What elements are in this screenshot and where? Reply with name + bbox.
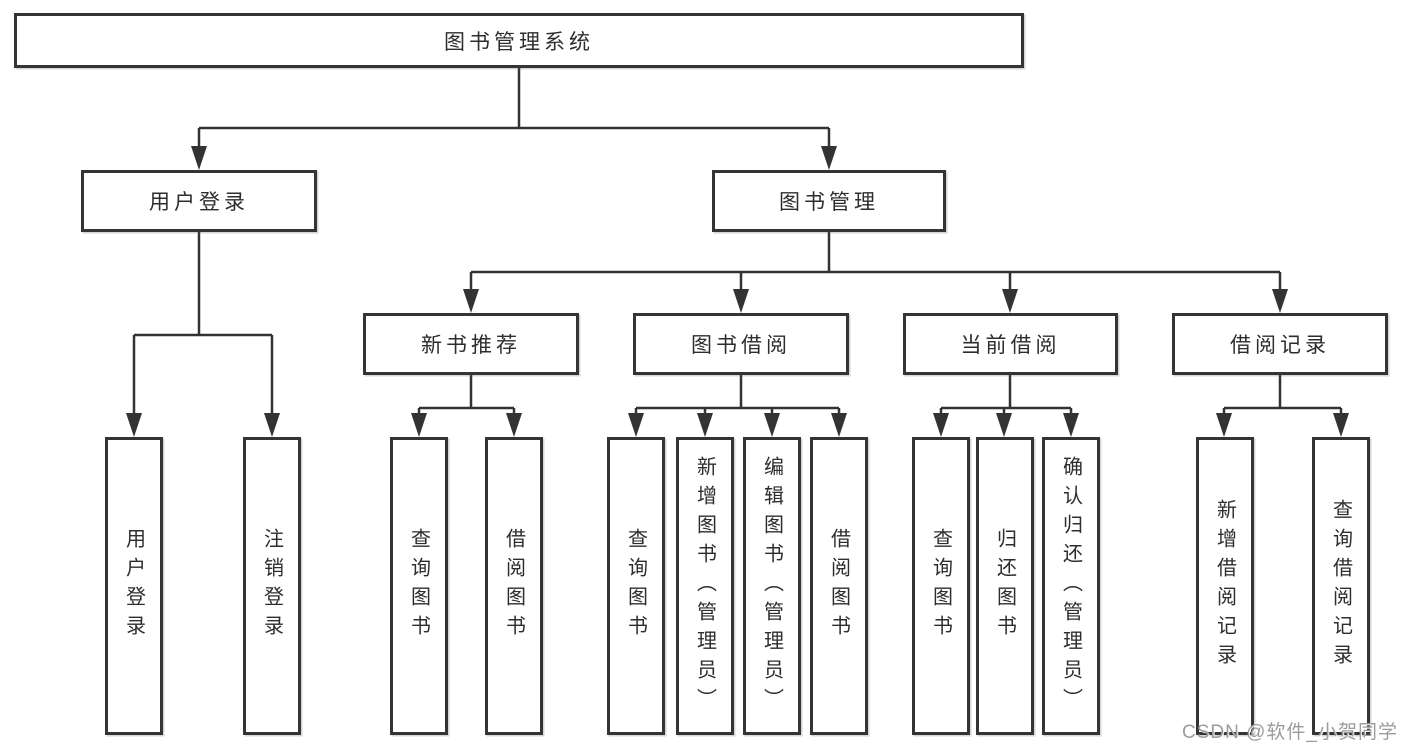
leaf-label: 新增借阅记录 [1213, 499, 1236, 673]
leaf-label: 借阅图书 [827, 528, 850, 644]
group-node-current-borrowing: 当前借阅 [903, 313, 1118, 375]
leaf-node-user-login: 用户登录 [105, 437, 163, 735]
leaf-node-add-borrow-record: 新增借阅记录 [1196, 437, 1254, 735]
leaf-label: 用户登录 [122, 528, 145, 644]
leaf-label: 查询图书 [929, 528, 952, 644]
leaf-node-confirm-return-admin: 确认归还（管理员） [1042, 437, 1100, 735]
leaf-label: 归还图书 [993, 528, 1016, 644]
leaf-node-query-books: 查询图书 [390, 437, 448, 735]
leaf-node-query-borrow-record: 查询借阅记录 [1312, 437, 1370, 735]
leaf-node-query-books: 查询图书 [912, 437, 970, 735]
csdn-watermark: CSDN @软件_小贺同学 [1182, 722, 1398, 743]
leaf-node-add-books-admin: 新增图书（管理员） [676, 437, 734, 735]
arrowhead-icons [126, 146, 1349, 437]
leaf-label: 编辑图书（管理员） [760, 455, 783, 717]
group-node-borrowing-records: 借阅记录 [1172, 313, 1388, 375]
leaf-label: 借阅图书 [502, 528, 525, 644]
leaf-node-return-books: 归还图书 [976, 437, 1034, 735]
root-node-system: 图书管理系统 [14, 13, 1024, 68]
group-node-book-borrowing: 图书借阅 [633, 313, 849, 375]
leaf-label: 确认归还（管理员） [1059, 455, 1082, 717]
leaf-node-logout: 注销登录 [243, 437, 301, 735]
branch-node-book-management: 图书管理 [712, 170, 946, 232]
leaf-label: 查询图书 [624, 528, 647, 644]
leaf-node-edit-books-admin: 编辑图书（管理员） [743, 437, 801, 735]
leaf-label: 查询图书 [407, 528, 430, 644]
group-node-new-book-recommendation: 新书推荐 [363, 313, 579, 375]
leaf-node-query-books: 查询图书 [607, 437, 665, 735]
leaf-label: 新增图书（管理员） [693, 455, 716, 717]
branch-node-user-login: 用户登录 [81, 170, 317, 232]
leaf-label: 注销登录 [260, 528, 283, 644]
leaf-node-borrow-books: 借阅图书 [485, 437, 543, 735]
leaf-label: 查询借阅记录 [1329, 499, 1352, 673]
leaf-node-borrow-books: 借阅图书 [810, 437, 868, 735]
